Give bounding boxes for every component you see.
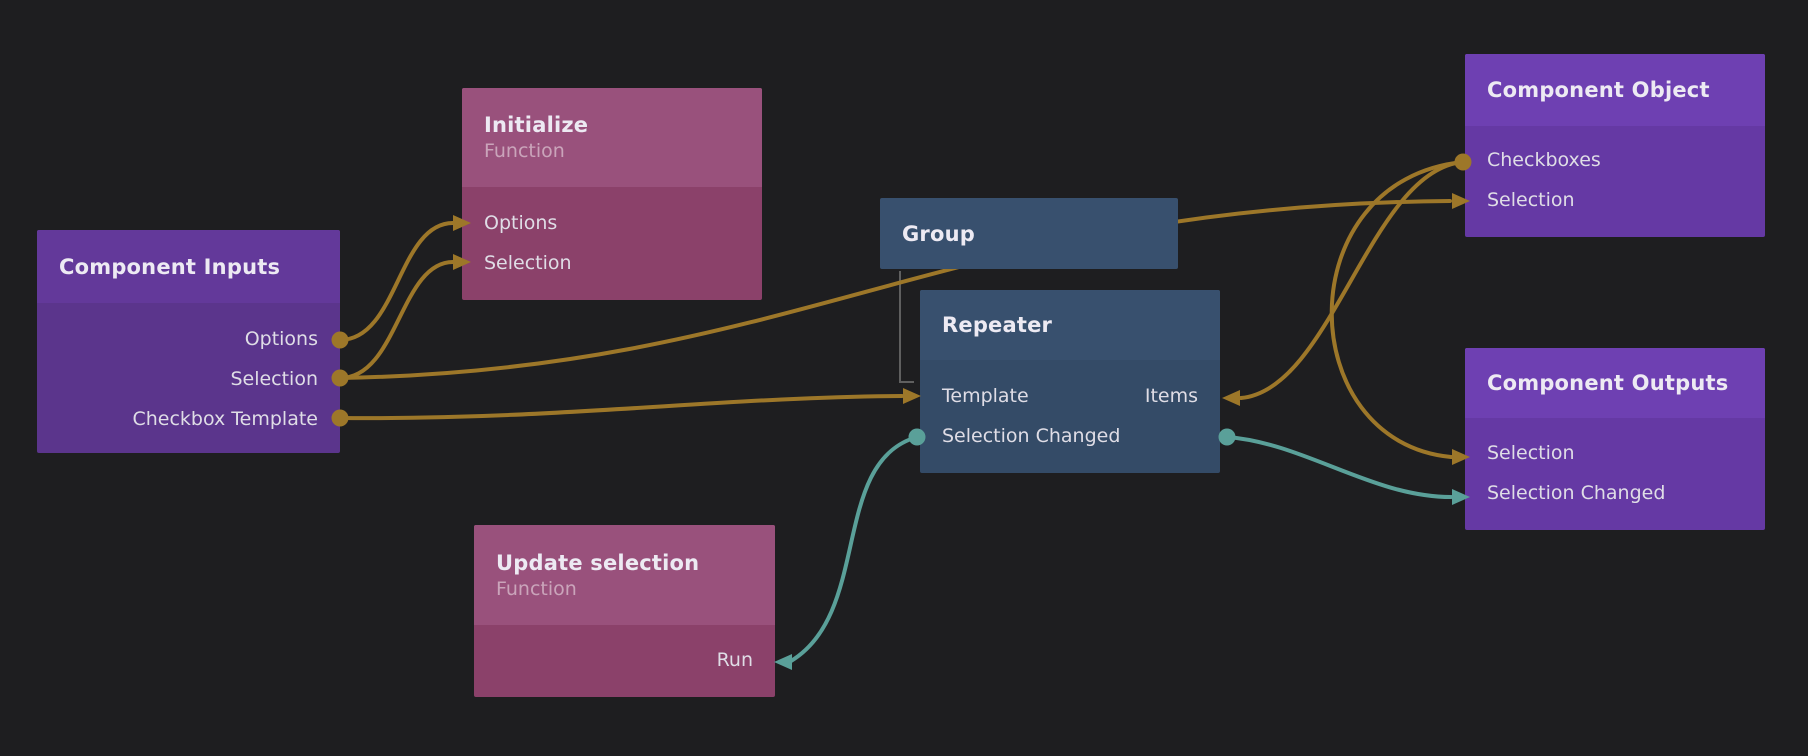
node-body: Options Selection Checkbox Template bbox=[37, 303, 340, 439]
output-dot-repeater-selection-changed-right[interactable] bbox=[1218, 428, 1236, 446]
wire-repeater-selection-changed-to-update-selection-run[interactable] bbox=[789, 435, 919, 663]
node-header: Initialize Function bbox=[462, 88, 762, 187]
node-title: Repeater bbox=[942, 313, 1053, 337]
port-run-input[interactable]: Run bbox=[716, 649, 753, 671]
port-selection-changed-input[interactable]: Selection Changed bbox=[1487, 482, 1666, 504]
wire-inputs-options-to-initialize-options[interactable] bbox=[338, 221, 455, 342]
node-component-outputs[interactable]: Component Outputs Selection Selection Ch… bbox=[1465, 348, 1765, 530]
node-header: Update selection Function bbox=[474, 525, 775, 625]
port-selection-input[interactable]: Selection bbox=[1487, 189, 1575, 211]
node-title: Component Inputs bbox=[59, 254, 281, 279]
arrowhead-repeater-items bbox=[1222, 390, 1240, 406]
arrowhead-object-selection bbox=[1452, 193, 1470, 209]
output-dot-inputs-checkbox-template[interactable] bbox=[331, 409, 349, 427]
node-title: Group bbox=[902, 221, 976, 246]
port-checkbox-template-output[interactable]: Checkbox Template bbox=[132, 408, 318, 430]
arrowhead-outputs-selection-changed bbox=[1452, 489, 1470, 505]
node-type-label: Function bbox=[484, 140, 565, 162]
output-dot-inputs-selection[interactable] bbox=[331, 369, 349, 387]
node-title: Update selection bbox=[496, 550, 700, 575]
arrowhead-outputs-selection bbox=[1452, 449, 1470, 465]
node-component-inputs[interactable]: Component Inputs Options Selection Check… bbox=[37, 230, 340, 453]
arrowhead-repeater-template bbox=[903, 388, 921, 404]
node-body: Options Selection bbox=[462, 187, 762, 283]
port-template-input[interactable]: Template bbox=[942, 385, 1029, 407]
port-options-input[interactable]: Options bbox=[484, 212, 558, 234]
node-group[interactable]: Group bbox=[880, 198, 1178, 269]
port-selection-output[interactable]: Selection bbox=[230, 368, 318, 390]
arrowhead-initialize-options bbox=[453, 215, 471, 231]
hierarchy-line-group-to-repeater bbox=[899, 271, 914, 383]
port-items-input[interactable]: Items bbox=[1144, 385, 1198, 407]
node-header: Component Object bbox=[1465, 54, 1765, 126]
arrowhead-initialize-selection bbox=[453, 254, 471, 270]
wire-repeater-selection-changed-to-outputs-selection-changed[interactable] bbox=[1225, 435, 1453, 499]
output-dot-object-checkboxes[interactable] bbox=[1454, 153, 1472, 171]
output-dot-inputs-options[interactable] bbox=[331, 331, 349, 349]
node-header: Repeater bbox=[920, 290, 1220, 360]
wire-object-checkboxes-to-outputs-selection[interactable] bbox=[1329, 160, 1465, 459]
node-body: Selection Selection Changed bbox=[1465, 418, 1765, 513]
node-header: Component Inputs bbox=[37, 230, 340, 303]
wire-inputs-selection-to-initialize-selection[interactable] bbox=[338, 260, 455, 380]
node-initialize[interactable]: Initialize Function Options Selection bbox=[462, 88, 762, 300]
node-title: Component Object bbox=[1487, 78, 1710, 102]
node-header: Group bbox=[880, 198, 1178, 269]
wire-inputs-selection-to-object-selection[interactable] bbox=[338, 199, 1452, 380]
wire-inputs-checkbox-template-to-repeater-template[interactable] bbox=[338, 394, 904, 421]
port-checkboxes-output[interactable]: Checkboxes bbox=[1487, 149, 1601, 171]
node-title: Component Outputs bbox=[1487, 371, 1729, 395]
port-row-template-items: Template Items bbox=[920, 376, 1220, 416]
node-body: Run bbox=[474, 625, 775, 680]
port-selection-changed-output[interactable]: Selection Changed bbox=[942, 425, 1121, 447]
wire-object-checkboxes-to-repeater-items[interactable] bbox=[1239, 160, 1465, 400]
port-selection-input[interactable]: Selection bbox=[484, 252, 572, 274]
arrowhead-update-selection-run bbox=[774, 654, 792, 670]
node-type-label: Function bbox=[496, 577, 577, 600]
output-dot-repeater-selection-changed-left[interactable] bbox=[908, 428, 926, 446]
node-body: Template Items Selection Changed bbox=[920, 360, 1220, 456]
port-selection-input[interactable]: Selection bbox=[1487, 442, 1575, 464]
port-options-output[interactable]: Options bbox=[244, 328, 318, 350]
node-repeater[interactable]: Repeater Template Items Selection Change… bbox=[920, 290, 1220, 473]
node-body: Checkboxes Selection bbox=[1465, 126, 1765, 220]
node-title: Initialize bbox=[484, 113, 589, 137]
node-component-object[interactable]: Component Object Checkboxes Selection bbox=[1465, 54, 1765, 237]
node-header: Component Outputs bbox=[1465, 348, 1765, 418]
node-update-selection[interactable]: Update selection Function Run bbox=[474, 525, 775, 697]
